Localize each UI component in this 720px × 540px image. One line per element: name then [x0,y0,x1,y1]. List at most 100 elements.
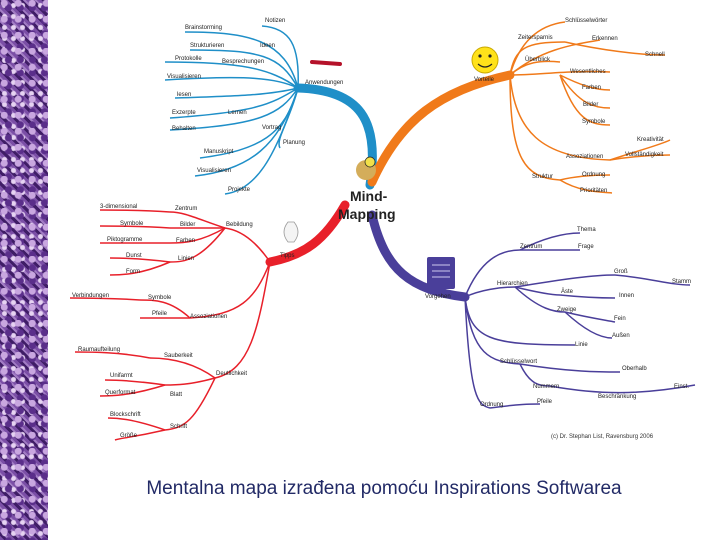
node-label: Dunst [126,253,142,259]
node-label: Assoziationen [566,154,603,160]
notepad-icon [427,257,455,289]
node-label: Zweige [557,307,577,313]
node-label: Prioritäten [580,188,607,194]
node-label: Notizen [265,18,285,24]
node-label: Zeitersparnis [518,35,553,41]
node-label: Ideen [260,43,275,49]
node-label: Zentrum [175,206,197,212]
node-label: Äste [561,288,574,295]
orange-labels: Schlüsselwörter Zeitersparnis Erkennen S… [518,18,665,194]
notepad-lines [432,264,450,278]
node-label: Schlüsselwort [500,359,537,365]
blue-sublines [164,25,299,195]
node-label: Symbole [120,221,144,227]
node-label: Schrift [170,424,187,430]
node-label: Unifarmt [110,373,133,379]
node-label: Oberhalb [622,366,647,372]
node-label: Struktur [532,174,553,180]
orange-sublines [509,21,671,194]
node-label: Querformat [105,390,136,396]
node-label: Ordnung [480,402,503,408]
pen-icon [310,60,342,66]
node-label: Fein [614,316,626,322]
node-label: Lernen [228,110,247,116]
node-label: Linie [575,342,588,348]
node-label: Stamm [672,279,691,285]
copyright-credit: (c) Dr. Stephan List, Ravensburg 2006 [551,434,654,440]
node-label: Projekte [228,187,251,193]
center-title-line1: Mind- [350,188,388,204]
lightbulb-tip-icon [283,221,299,243]
branch-red [265,200,350,267]
node-label: Vollständigkeit [625,152,664,158]
node-label: Bebildung [226,222,253,228]
node-label: Assoziationen [190,314,227,320]
node-label: Schnell [645,52,665,58]
node-label: Kreativität [637,137,664,143]
branch-label-vorgehen: Vorgehen [425,294,451,300]
node-label: Form [126,269,140,275]
node-label: Exzerpte [172,110,196,116]
node-label: Blockschrift [110,412,141,418]
node-label: Erkennen [592,36,618,42]
branch-orange [367,70,515,187]
red-sublines [69,209,271,441]
node-label: Schlüsselwörter [565,18,607,24]
branch-purple [367,210,470,302]
smiley-mouth [477,63,493,68]
node-label: lesen [177,92,191,98]
decorative-side-strip [0,0,48,540]
node-label: 3-dimensional [100,204,137,210]
node-label: Strukturieren [190,43,224,49]
node-label: Ordnung [582,172,605,178]
node-label: Linien [178,256,194,262]
node-label: Innen [619,293,634,299]
node-label: Protokolle [175,56,202,62]
node-label: Farben [582,85,601,91]
node-label: Außen [612,333,630,339]
node-label: Hierarchien [497,281,528,287]
node-label: Zentrum [520,244,542,250]
node-label: Beschränkung [598,394,636,400]
center-title-line2: Mapping [338,206,396,222]
branch-label-tipps: Tipps [280,253,294,259]
node-label: Groß [614,269,628,275]
branch-label-anwendungen: Anwendungen [305,80,343,86]
node-label: Wesentliches [570,69,606,75]
node-label: Piktogramme [107,237,143,243]
node-label: Planung [283,140,305,146]
lightbulb-icon [364,156,376,168]
node-label: Vortrag [262,125,281,131]
node-label: Symbole [148,295,172,301]
slide-caption: Mentalna mapa izrađena pomoću Inspiratio… [146,478,622,499]
node-label: Symbole [582,119,606,125]
smiley-eye-left [478,54,482,58]
purple-labels: Thema Zentrum Frage Hierarchien Groß Sta… [480,227,691,408]
node-label: Blatt [170,392,182,398]
node-label: Bilder [180,222,195,228]
purple-sublines [464,232,696,409]
node-label: Visualisieren [167,74,201,80]
node-label: Größe [120,433,138,439]
node-label: Deutlichkeit [216,371,247,377]
node-label: Bilder [583,102,598,108]
red-labels: 3-dimensional Zentrum Symbole Bilder Beb… [72,204,253,439]
branch-label-vorteile: Vorteile [474,77,495,83]
node-label: Sauberkeit [164,353,193,359]
blue-labels: Notizen Brainstorming Ideen Strukturiere… [167,18,305,193]
node-label: Brainstorming [185,25,222,31]
node-label: Frage [578,244,594,250]
node-label: Raumaufteilung [78,347,120,353]
node-label: Pfeile [152,311,168,317]
node-label: Visualisieren [197,168,231,174]
node-label: Überblick [525,56,551,63]
node-label: Besprechungen [222,59,264,65]
node-label: Verbindungen [72,293,109,299]
node-label: Nummern [533,384,559,390]
node-label: Pfeile [537,399,553,405]
node-label: Manuskript [204,149,234,155]
node-label: Farben [176,238,195,244]
smiley-eye-right [488,54,492,58]
node-label: Einst. [674,384,689,390]
